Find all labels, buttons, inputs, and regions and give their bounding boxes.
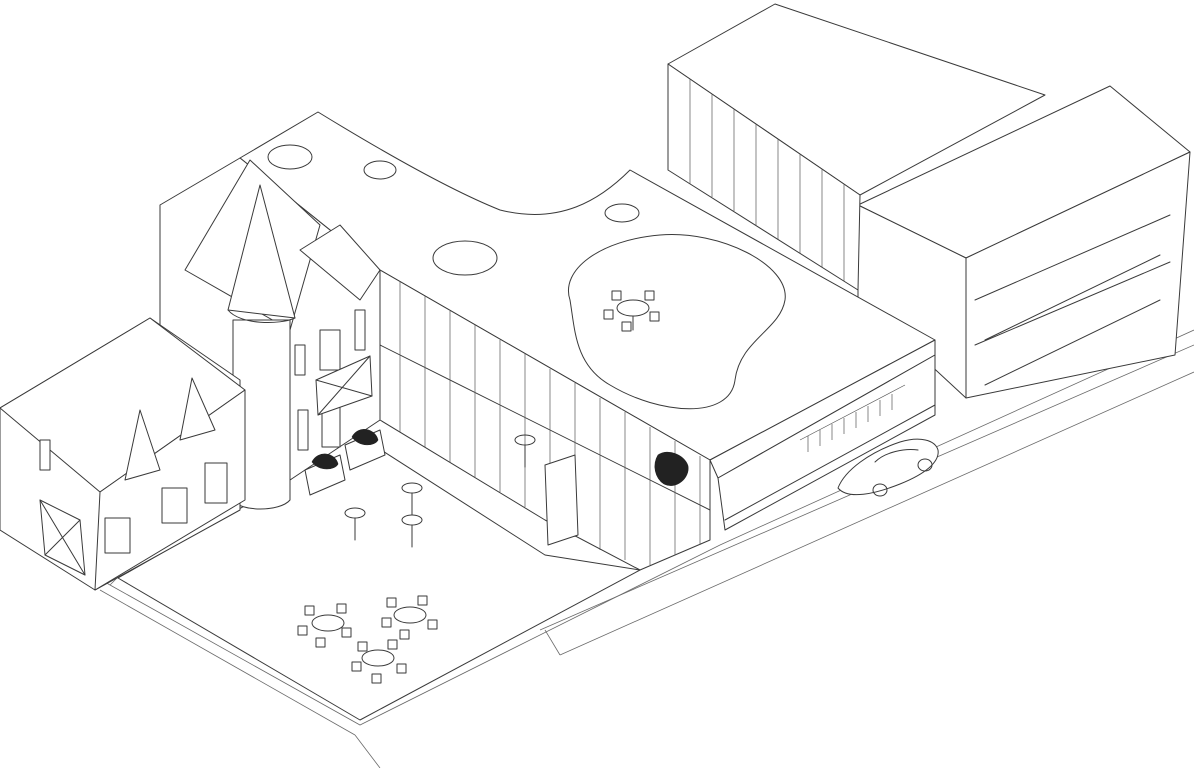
standing-table <box>515 435 535 467</box>
turret <box>228 185 295 509</box>
pavilion-roof <box>240 112 935 460</box>
table-set <box>382 596 437 639</box>
standing-table <box>345 508 365 540</box>
table-set <box>352 640 406 683</box>
lion-statue <box>345 429 385 470</box>
table-set <box>298 604 351 647</box>
pavilion-canopy <box>710 340 935 530</box>
standing-table <box>402 515 422 547</box>
lower-wing <box>0 318 245 590</box>
lion-statue <box>305 454 345 495</box>
car <box>838 439 938 496</box>
interior-chairs <box>800 385 905 452</box>
rear-parking-block <box>858 86 1190 398</box>
standing-table <box>402 483 422 515</box>
rear-glazed-block <box>668 4 1045 290</box>
rooftop-table-set <box>604 291 659 331</box>
courtyard-furniture <box>298 429 535 683</box>
